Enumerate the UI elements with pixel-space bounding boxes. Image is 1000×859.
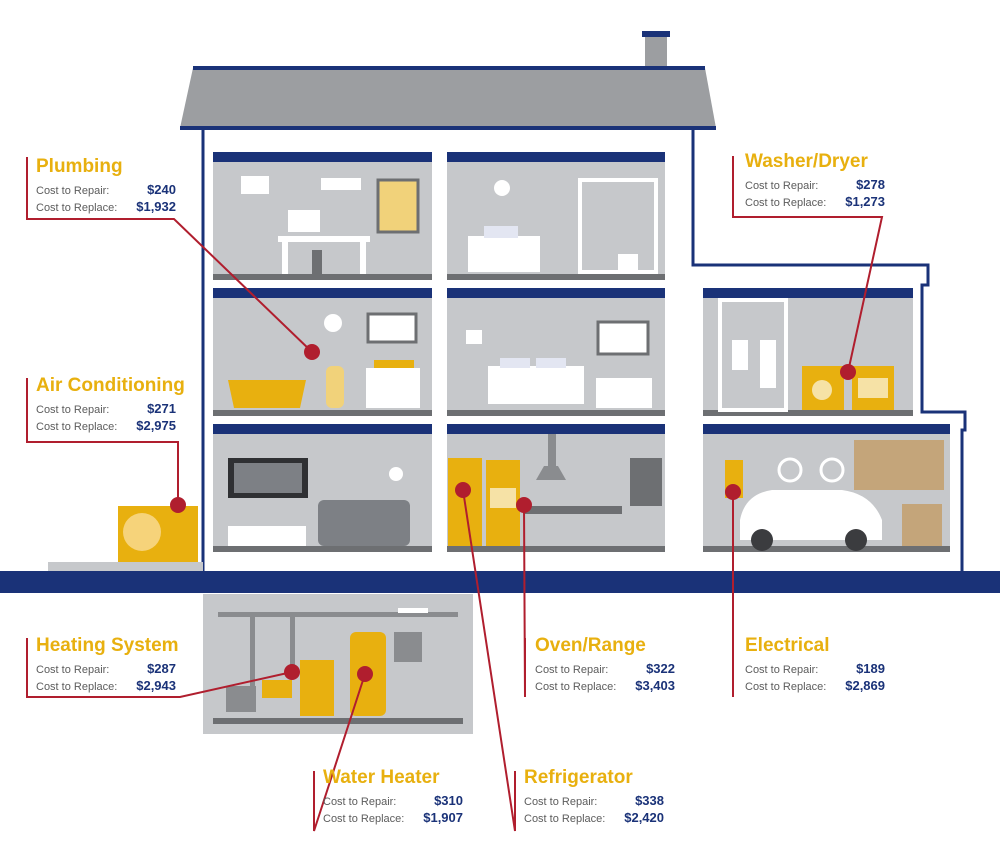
replace-cost: $2,869 [845, 678, 885, 693]
replace-label: Cost to Replace: [535, 681, 617, 693]
callout-title: Heating System [36, 635, 179, 656]
room-laundry [703, 288, 913, 416]
oven-range-callout: Oven/Range Cost to Repair: $322 Cost to R… [535, 636, 675, 696]
plumbing-leader-line [26, 157, 313, 353]
washer-dryer-leader-line [732, 156, 884, 373]
callout-leader-lines [26, 156, 884, 832]
ac-unit [118, 506, 198, 562]
oven-range-leader-line [523, 504, 526, 698]
ground [0, 571, 1000, 593]
replace-cost: $3,403 [635, 678, 675, 693]
room-living [213, 424, 432, 552]
room-garage [703, 424, 950, 552]
refrigerator-leader-line [462, 489, 516, 832]
repair-label: Cost to Repair: [323, 796, 397, 808]
electrical-callout: Electrical Cost to Repair: $189 Cost to R… [745, 636, 885, 696]
room-bedroom-middle [447, 288, 665, 416]
water-heater-callout: Water Heater Cost to Repair: $310 Cost to… [323, 768, 463, 828]
refrigerator-callout: Refrigerator Cost to Repair: $338 Cost to… [524, 768, 664, 828]
electrical-marker[interactable] [725, 484, 741, 500]
repair-cost: $240 [147, 182, 176, 197]
replace-label: Cost to Replace: [745, 197, 827, 209]
house-outline [201, 130, 967, 572]
repair-label: Cost to Repair: [36, 404, 110, 416]
air-conditioning-leader-line [26, 378, 179, 505]
room-bedroom-upper [447, 152, 665, 280]
repair-cost: $189 [856, 661, 885, 676]
replace-label: Cost to Replace: [323, 813, 405, 825]
callout-title: Refrigerator [524, 767, 633, 788]
repair-label: Cost to Repair: [535, 664, 609, 676]
heating-system-callout: Heating System Cost to Repair: $287 Cost … [36, 635, 179, 696]
replace-cost: $2,943 [136, 678, 176, 693]
washer-dryer-callout: Washer/Dryer Cost to Repair: $278 Cost to… [745, 152, 885, 212]
replace-label: Cost to Replace: [36, 681, 118, 693]
room-kitchen [447, 424, 665, 552]
water-heater-marker[interactable] [357, 666, 373, 682]
replace-label: Cost to Replace: [524, 813, 606, 825]
washer-dryer-marker[interactable] [840, 364, 856, 380]
replace-label: Cost to Replace: [745, 681, 827, 693]
replace-label: Cost to Replace: [36, 421, 118, 433]
repair-label: Cost to Repair: [36, 664, 110, 676]
heating-system-marker[interactable] [284, 664, 300, 680]
repair-label: Cost to Repair: [745, 180, 819, 192]
repair-cost: $278 [856, 177, 885, 192]
repair-label: Cost to Repair: [524, 796, 598, 808]
chimney [645, 34, 667, 69]
room-office [213, 152, 432, 280]
heating-system-leader-line [26, 638, 293, 698]
plumbing-callout: Plumbing Cost to Repair: $240 Cost to Rep… [36, 157, 176, 217]
replace-cost: $1,273 [845, 194, 885, 209]
oven-range-marker[interactable] [516, 497, 532, 513]
replace-cost: $1,907 [423, 810, 463, 825]
callout-title: Washer/Dryer [745, 151, 868, 172]
repair-label: Cost to Repair: [745, 664, 819, 676]
roof [180, 68, 716, 128]
room-basement [203, 594, 473, 734]
refrigerator-marker[interactable] [455, 482, 471, 498]
repair-cost: $322 [646, 661, 675, 676]
callout-title: Electrical [745, 635, 830, 656]
callout-title: Plumbing [36, 156, 123, 177]
air-conditioning-callout: Air Conditioning Cost to Repair: $271 Cos… [36, 375, 185, 436]
callout-title: Oven/Range [535, 635, 646, 656]
callout-title: Water Heater [323, 767, 440, 788]
air-conditioning-marker[interactable] [170, 497, 186, 513]
replace-cost: $2,975 [136, 418, 176, 433]
replace-cost: $2,420 [624, 810, 664, 825]
repair-label: Cost to Repair: [36, 185, 110, 197]
water-heater-leader-line [313, 673, 366, 832]
plumbing-marker[interactable] [304, 344, 320, 360]
repair-cost: $271 [147, 401, 176, 416]
replace-cost: $1,932 [136, 199, 176, 214]
repair-cost: $310 [434, 793, 463, 808]
callout-title: Air Conditioning [36, 375, 185, 396]
repair-cost: $287 [147, 661, 176, 676]
replace-label: Cost to Replace: [36, 202, 118, 214]
repair-cost: $338 [635, 793, 664, 808]
room-bathroom [213, 288, 432, 416]
